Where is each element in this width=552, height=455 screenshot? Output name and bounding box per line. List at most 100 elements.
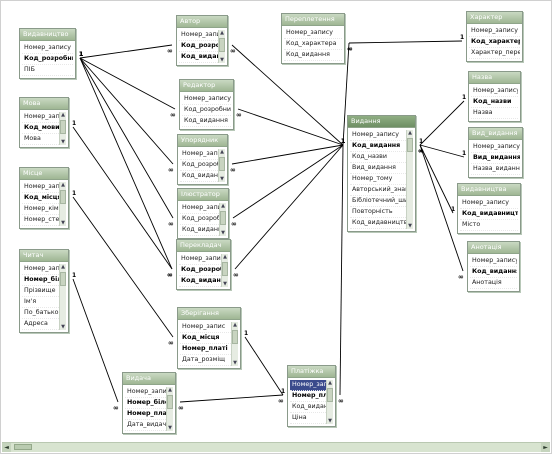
- scroll-up-icon[interactable]: ▲: [220, 30, 224, 36]
- field-item[interactable]: Місто: [460, 220, 518, 231]
- relationship-line[interactable]: [342, 42, 350, 146]
- vertical-scrollbar[interactable]: ▲▼: [406, 130, 413, 229]
- table-title[interactable]: Мова: [20, 98, 68, 110]
- table-title[interactable]: Автор: [177, 16, 227, 28]
- scroll-down-icon[interactable]: ▼: [61, 324, 65, 330]
- scroll-up-icon[interactable]: ▲: [61, 264, 65, 270]
- field-item[interactable]: Код_розробника: [22, 54, 73, 65]
- scroll-down-icon[interactable]: ▼: [220, 176, 224, 182]
- table-avtor2[interactable]: РедакторНомер_записуКод_розробникаКод_ви…: [179, 79, 234, 130]
- field-item[interactable]: Код_видавництва: [460, 209, 518, 220]
- scroll-up-icon[interactable]: ▲: [61, 182, 65, 188]
- table-title[interactable]: Видавництво: [20, 29, 75, 41]
- table-platizhka[interactable]: ПлатіжкаНомер_запиНомер_платіКод_видання…: [287, 365, 336, 427]
- relationship-line[interactable]: [232, 144, 344, 219]
- relationship-line[interactable]: [179, 394, 284, 403]
- table-chytach[interactable]: ЧитачНомер_записНомер_білетПрізвищеІм'яП…: [19, 249, 69, 333]
- field-item[interactable]: Код_розробник: [180, 214, 219, 225]
- field-item[interactable]: Код_характера: [469, 37, 520, 48]
- relationship-line[interactable]: [79, 57, 176, 110]
- table-title[interactable]: Редактор: [180, 80, 233, 92]
- field-item[interactable]: Авторський_знак: [350, 185, 406, 196]
- relationship-line[interactable]: [419, 144, 465, 158]
- field-item[interactable]: Номер_запис: [22, 264, 59, 275]
- field-item[interactable]: Код_видавництва: [350, 218, 406, 229]
- field-item[interactable]: Номер_стела: [22, 215, 59, 226]
- scroll-down-icon[interactable]: ▼: [221, 230, 225, 236]
- field-item[interactable]: Код_назви: [471, 97, 518, 108]
- field-item[interactable]: Код_видання: [284, 50, 342, 61]
- scroll-down-icon[interactable]: ▼: [220, 57, 224, 63]
- relationship-line[interactable]: [72, 196, 174, 338]
- field-item[interactable]: Номер_запису: [470, 256, 517, 267]
- scroll-thumb[interactable]: [167, 395, 173, 409]
- field-item[interactable]: Номер_запис: [22, 112, 59, 123]
- scroll-down-icon[interactable]: ▼: [408, 223, 412, 229]
- field-item[interactable]: Номер_запис: [22, 182, 59, 193]
- scroll-up-icon[interactable]: ▲: [408, 130, 412, 136]
- field-item[interactable]: Мова: [22, 134, 59, 145]
- field-item[interactable]: Бібліотечний_шифр: [350, 196, 406, 207]
- field-item[interactable]: Номер_запису: [182, 94, 231, 105]
- field-item[interactable]: Код_видання: [180, 171, 218, 182]
- scroll-thumb[interactable]: [60, 272, 66, 286]
- scroll-up-icon[interactable]: ▲: [61, 112, 65, 118]
- field-item[interactable]: Код_назви: [350, 152, 406, 163]
- scroll-down-icon[interactable]: ▼: [223, 281, 227, 287]
- table-title[interactable]: Переплетення: [282, 14, 344, 26]
- table-vydavnytstva[interactable]: ВидавництваНомер_записуКод_видавництваМі…: [457, 183, 521, 234]
- field-item[interactable]: Код_мови: [22, 123, 59, 134]
- table-title[interactable]: Платіжка: [288, 366, 335, 378]
- field-item[interactable]: Номер_тому: [350, 174, 406, 185]
- scroll-thumb[interactable]: [407, 138, 413, 152]
- table-kharakter[interactable]: ХарактерНомер_записуКод_характераХаракте…: [466, 11, 523, 62]
- table-perekladach[interactable]: ПерекладачНомер_записуКод_розробнКод_вид…: [176, 239, 231, 290]
- field-item[interactable]: Код_розробн: [179, 265, 221, 276]
- field-item[interactable]: Код_видання: [180, 225, 219, 236]
- field-item[interactable]: Номер_запис: [125, 387, 166, 398]
- vertical-scrollbar[interactable]: ▲▼: [231, 322, 238, 366]
- field-item[interactable]: Код_характера: [284, 39, 342, 50]
- relationship-line[interactable]: [79, 57, 174, 165]
- scroll-thumb[interactable]: [14, 444, 32, 450]
- relationship-line[interactable]: [72, 278, 119, 403]
- table-title[interactable]: Упорядник: [178, 135, 227, 147]
- field-item[interactable]: Адреса: [22, 319, 59, 330]
- field-item[interactable]: Код_місця: [180, 333, 231, 344]
- field-item[interactable]: Номер_білет: [125, 398, 166, 409]
- scroll-down-icon[interactable]: ▼: [233, 360, 237, 366]
- field-item[interactable]: Номер_запису: [180, 203, 219, 214]
- field-item[interactable]: Номер_запису: [22, 43, 73, 54]
- field-item[interactable]: Ціна: [290, 413, 326, 424]
- scroll-thumb[interactable]: [222, 262, 228, 276]
- field-item[interactable]: Код_розробник: [180, 160, 218, 171]
- field-item[interactable]: Код_видання: [179, 52, 218, 63]
- vertical-scrollbar[interactable]: ▲▼: [221, 254, 228, 287]
- table-title[interactable]: Видавництва: [458, 184, 520, 196]
- field-item[interactable]: Номер_платі: [290, 391, 326, 402]
- field-item[interactable]: Назва: [471, 108, 518, 119]
- field-item[interactable]: Номер_запис: [180, 322, 231, 333]
- relationship-line[interactable]: [79, 44, 173, 59]
- relationship-line[interactable]: [72, 126, 173, 270]
- relationship-line[interactable]: [339, 144, 344, 396]
- field-item[interactable]: Номер_запису: [284, 28, 342, 39]
- scroll-up-icon[interactable]: ▲: [328, 380, 332, 386]
- scroll-up-icon[interactable]: ▲: [221, 203, 225, 209]
- field-item[interactable]: Номер_запису: [180, 149, 218, 160]
- relationship-line[interactable]: [348, 40, 463, 44]
- relationship-line[interactable]: [237, 108, 344, 146]
- table-title[interactable]: Назва: [469, 72, 520, 84]
- table-avtor3[interactable]: УпорядникНомер_записуКод_розробникКод_ви…: [177, 134, 228, 185]
- vertical-scrollbar[interactable]: ▲▼: [59, 264, 66, 330]
- field-item[interactable]: Номер_запису: [469, 26, 520, 37]
- field-item[interactable]: Код_розробника: [179, 41, 218, 52]
- chevron-right-icon[interactable]: ►: [541, 443, 550, 452]
- field-item[interactable]: Номер_запису: [350, 130, 406, 141]
- table-vydacha[interactable]: ВидачаНомер_записНомер_білетНомер_платіД…: [122, 372, 176, 434]
